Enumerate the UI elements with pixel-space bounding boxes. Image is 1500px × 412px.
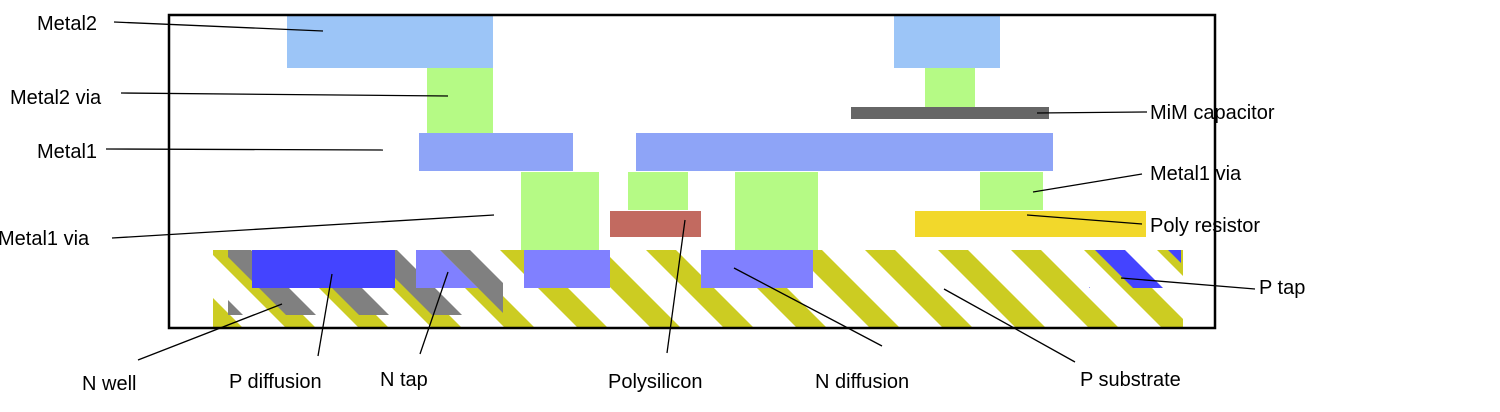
n-diffusion-right-block [701,250,813,288]
die-outline [167,13,1217,330]
p-tap-stripe [1089,287,1090,288]
label-n-diffusion: N diffusion [815,371,909,393]
n-diffusion-left-block [524,250,610,288]
metal1-via-2 [628,172,688,210]
leader-n-tap [419,271,449,355]
p-substrate-stripe [1011,250,1119,328]
polysilicon-block [610,211,701,237]
leader-metal2 [113,21,324,32]
p-tap-stripe [1095,250,1163,288]
metal2-via-left [427,68,493,133]
metal2-right-block [894,15,1000,68]
metal2-left-block [287,15,493,68]
p-substrate-stripe [865,250,973,328]
leader-metal1 [105,148,384,151]
leader-p-tap [1120,277,1256,290]
leader-p-diffusion [317,273,333,357]
metal2-via-right [925,68,975,107]
label-metal2-via: Metal2 via [10,87,102,109]
label-metal2: Metal2 [37,13,97,35]
label-n-well: N well [82,373,136,395]
leader-polysilicon [666,219,686,354]
label-n-tap: N tap [380,369,428,391]
p-substrate-stripe [1084,250,1183,328]
metal1-via-1 [521,172,599,250]
mim-capacitor-block [851,107,1049,119]
leader-n-well [137,303,283,361]
n-tap-block [416,250,478,288]
p-substrate-stripe [646,250,754,328]
leader-p-substrate [943,288,1076,363]
metal1-right-block [636,133,1053,171]
label-metal1: Metal1 [37,141,97,163]
metal1-left-block [419,133,573,171]
leader-mim-capacitor [1036,111,1148,114]
p-tap-stripe [1168,250,1181,263]
label-polysilicon: Polysilicon [608,371,702,393]
leader-poly-resistor [1026,214,1143,225]
metal1-via-3 [735,172,818,250]
leader-metal1-via-right [1032,173,1143,193]
label-mim-capacitor: MiM capacitor [1150,102,1275,124]
p-tap-block [1089,250,1181,288]
p-substrate-stripe [792,250,900,328]
leader-metal2-via [120,92,449,97]
label-p-diffusion: P diffusion [229,371,322,393]
label-p-tap: P tap [1259,277,1305,299]
label-poly-resistor: Poly resistor [1150,215,1260,237]
label-p-substrate: P substrate [1080,369,1181,391]
p-diffusion-block [252,250,395,288]
label-metal1-via-right: Metal1 via [1150,163,1242,185]
label-metal1-via-left: Metal1 via [0,228,90,250]
leader-metal1-via-left [111,214,495,239]
p-substrate-stripe [938,250,1046,328]
metal1-via-4 [980,172,1043,210]
leader-n-diffusion [733,267,883,347]
n-well-stripe [228,300,243,315]
